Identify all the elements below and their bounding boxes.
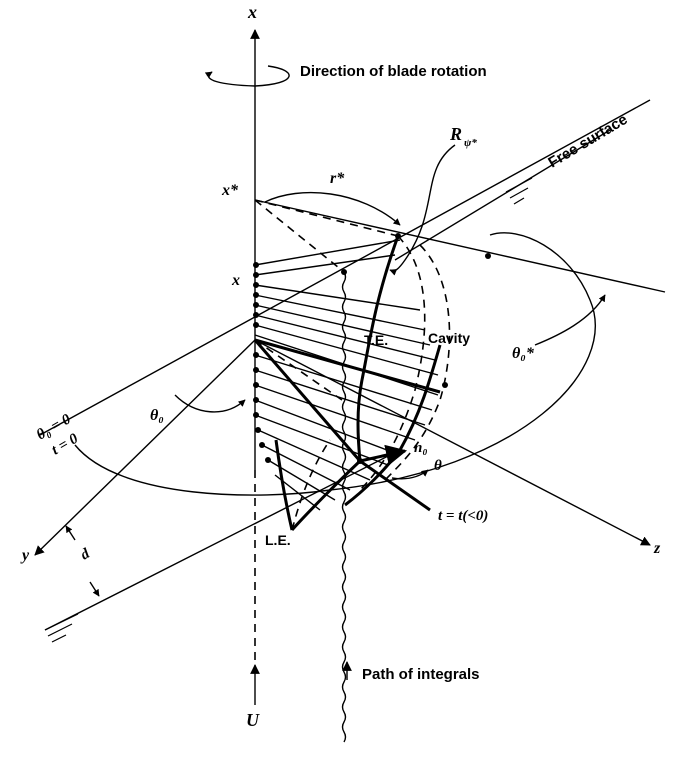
theta-arrow: [391, 469, 429, 480]
dashed-radius-1: [254, 199, 345, 273]
rotation-circle: [74, 232, 596, 496]
d-label: d: [78, 546, 93, 564]
te-label: T.E.: [364, 332, 388, 348]
r-star-label: r*: [330, 170, 345, 187]
blade-outline: [290, 235, 400, 532]
le-label: L.E.: [265, 532, 291, 548]
t-negative-label: t = t(<0): [438, 508, 488, 524]
d-arrow-down: [89, 581, 100, 597]
free-surface-line-upper: [394, 129, 611, 261]
n0-arrow: [359, 444, 408, 466]
x-star-label: x*: [221, 182, 239, 199]
path-label: Path of integrals: [362, 666, 480, 683]
theta-star-line: [254, 199, 666, 293]
r-psi-arrow: [389, 144, 456, 276]
cavity-label: Cavity: [428, 330, 470, 346]
d-arrow-up: [65, 525, 76, 541]
x-axis-label: x: [247, 2, 257, 22]
integral-path-wavy: [341, 271, 347, 743]
theta0-star-label: θ₀*: [512, 345, 535, 362]
r-psi-label: R: [449, 124, 462, 144]
y-axis-label: y: [20, 547, 30, 564]
theta0-label: θ₀: [150, 407, 164, 424]
cavity-curve-1: [359, 235, 426, 491]
theta0-arc: [174, 394, 246, 413]
free-surface-hatch-right: [505, 177, 533, 205]
rotation-label: Direction of blade rotation: [300, 63, 487, 80]
z-axis-line: [254, 339, 651, 546]
blade-radial-line-1: [254, 338, 441, 394]
u-label: U: [246, 710, 260, 730]
theta0-star-arc: [534, 294, 606, 346]
z-axis-label: z: [653, 540, 661, 557]
n0-label: n₀: [414, 440, 428, 456]
y-axis-line: [34, 339, 256, 556]
r-star-arc: [264, 191, 401, 226]
x-local-label: x: [231, 272, 240, 289]
rotation-arrow-icon: [204, 65, 290, 87]
free-surface-line-left: [44, 449, 401, 631]
free-surface-label: Free surface: [545, 111, 630, 172]
free-surface-line-lower: [39, 99, 651, 436]
theta-label: θ: [434, 458, 442, 474]
dashed-leading: [291, 439, 331, 531]
r-psi-subscript: ψ*: [464, 137, 477, 149]
t-negative-line: [359, 459, 431, 512]
blade-radial-line-2: [253, 339, 362, 462]
blade-hatching: [254, 239, 439, 511]
dashed-radius-2: [254, 199, 399, 237]
free-surface-hatch-left: [44, 613, 79, 643]
dashed-radius-3: [254, 339, 343, 401]
blade-leading-edge: [274, 439, 294, 531]
